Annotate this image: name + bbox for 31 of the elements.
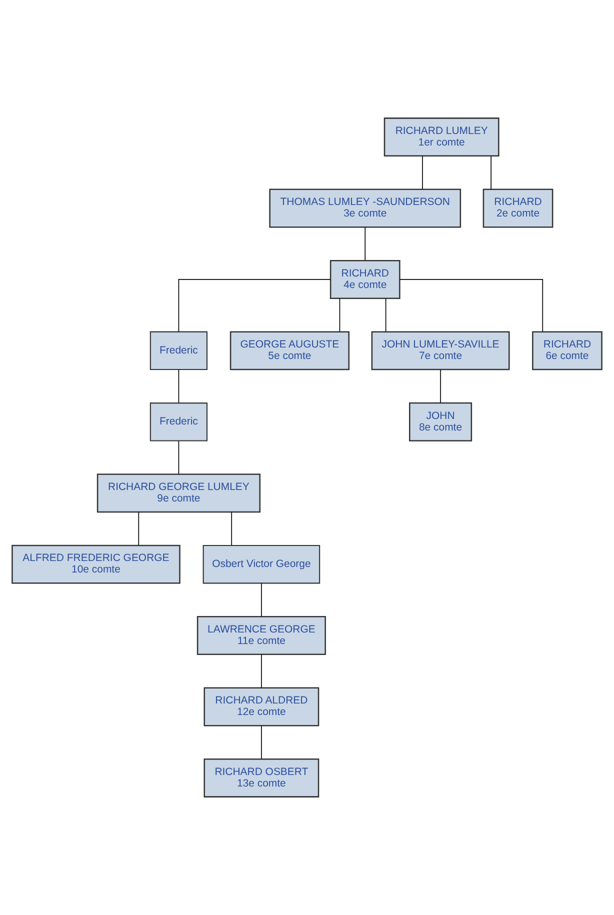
node-box: JOHN 8e comte	[409, 402, 472, 442]
node-box: RICHARD LUMLEY 1er comte	[384, 118, 500, 157]
connector	[422, 156, 423, 190]
node-box: RICHARD GEORGE LUMLEY 9e comte	[96, 474, 260, 513]
connector	[178, 440, 180, 474]
connector	[490, 156, 492, 190]
connector	[440, 369, 441, 404]
connector	[138, 512, 140, 546]
node-box: ALFRED FREDERIC GEORGE 10e comte	[12, 544, 180, 584]
node-box: THOMAS LUMLEY -SAUNDERSON 3e comte	[269, 188, 462, 228]
connector	[261, 654, 262, 688]
connector	[385, 298, 386, 332]
node-box: Osbert Victor George	[202, 544, 320, 584]
node-box: RICHARD 4e comte	[330, 260, 400, 299]
node-box: GEORGE AUGUSTE 5e comte	[230, 331, 350, 370]
connector	[261, 725, 262, 760]
node-box: JOHN LUMLEY-SAVILLE 7e comte	[371, 331, 510, 370]
connector	[261, 582, 262, 617]
node-box: RICHARD 2e comte	[482, 188, 554, 228]
connector	[364, 226, 366, 261]
node-box: RICHARD ALDRED 12e comte	[204, 687, 320, 726]
connector	[178, 369, 180, 404]
node-box: Frederic	[150, 331, 208, 370]
node-box: RICHARD OSBERT 13e comte	[204, 758, 320, 798]
node-box: Frederic	[150, 402, 208, 442]
connector	[339, 298, 340, 332]
connector	[399, 279, 544, 332]
connector	[231, 512, 232, 546]
node-box: LAWRENCE GEORGE 11e comte	[196, 616, 326, 656]
connector	[178, 279, 331, 332]
node-box: RICHARD 6e comte	[532, 331, 602, 370]
